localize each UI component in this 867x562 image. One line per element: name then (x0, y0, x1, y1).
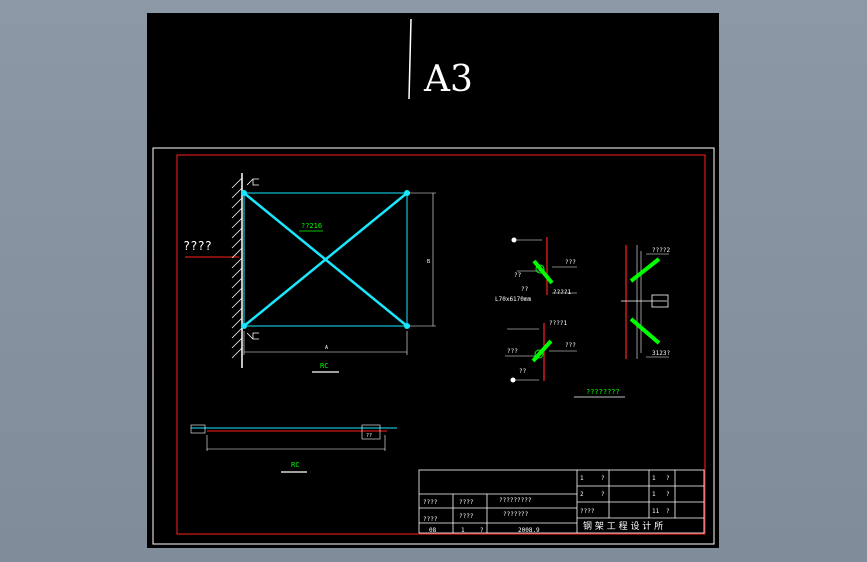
tb-r1-c1: ???? (423, 499, 438, 506)
tb-r3-c2: 1 (461, 527, 465, 534)
tb-right-5: 11 (652, 508, 660, 515)
tb-mid-4: ? (601, 491, 605, 498)
wall-label: ???? (183, 239, 212, 253)
company-name: 钢 架 工 程 设 计 所 (583, 520, 663, 532)
detail-bottom-left (505, 323, 577, 383)
detail-bl-d: ?? (519, 368, 527, 375)
sheet-size-title: A3 (423, 59, 473, 100)
tb-right-6: ? (666, 508, 670, 515)
tb-mid-1: 1 (580, 475, 584, 482)
detail-top-left (511, 237, 577, 295)
detail-caption: ???????? (586, 388, 620, 396)
dim-horizontal: A (325, 345, 328, 351)
cad-drawing: A3 ???? ??216 A B RC (152, 18, 715, 545)
tb-r1-c3: ????????? (499, 497, 532, 504)
dim-vertical: B (427, 259, 430, 265)
bracing-nodes (241, 190, 410, 329)
tb-r1-c2: ???? (459, 499, 474, 506)
detail-tl-c: ????1 (553, 289, 571, 296)
tb-right-1: 1 (652, 475, 656, 482)
tb-r3-c4: 2008.9 (518, 527, 540, 534)
dimension-lines (243, 192, 436, 355)
detail-tl-b: ?? (514, 272, 522, 279)
detail-bl-b: ??? (507, 348, 518, 355)
detail-tl-d: ?? (521, 286, 529, 293)
brace-label: ??216 (301, 222, 322, 230)
wall-hatch (231, 177, 243, 359)
tb-mid-5: ???? (580, 508, 595, 515)
header-slash (408, 18, 412, 100)
tb-right-3: 1 (652, 491, 656, 498)
tb-r2-c2: ???? (459, 513, 474, 520)
side-view-note: ?? (366, 433, 372, 439)
tb-right-2: ? (666, 475, 670, 482)
main-view-label: RC (320, 362, 328, 370)
detail-bl-c: ??? (565, 342, 576, 349)
detail-right-top: ????2 (652, 247, 670, 254)
red-border (176, 154, 706, 535)
tb-r3-c3: ? (480, 527, 484, 534)
side-view (190, 424, 397, 451)
tb-r2-c3: ??????? (503, 511, 529, 518)
tb-mid-3: 2 (580, 491, 584, 498)
tb-mid-2: ? (601, 475, 605, 482)
anchor-symbols (246, 178, 259, 340)
tb-r2-c1: ???? (423, 516, 438, 523)
angle-spec: L70x6170mm (495, 296, 532, 303)
detail-right (621, 245, 669, 359)
outer-frame (152, 147, 715, 545)
detail-bl-a: ????1 (549, 320, 567, 327)
side-view-label: RC (291, 461, 299, 469)
tb-right-4: ? (666, 491, 670, 498)
detail-tl-a: ??? (565, 259, 576, 266)
bracing-frame (243, 192, 408, 327)
drawing-sheet: A3 ???? ??216 A B RC (147, 13, 719, 548)
detail-right-bottom: 3123? (652, 350, 670, 357)
title-block (418, 469, 705, 534)
tb-r3-c1: 08 (429, 527, 437, 534)
